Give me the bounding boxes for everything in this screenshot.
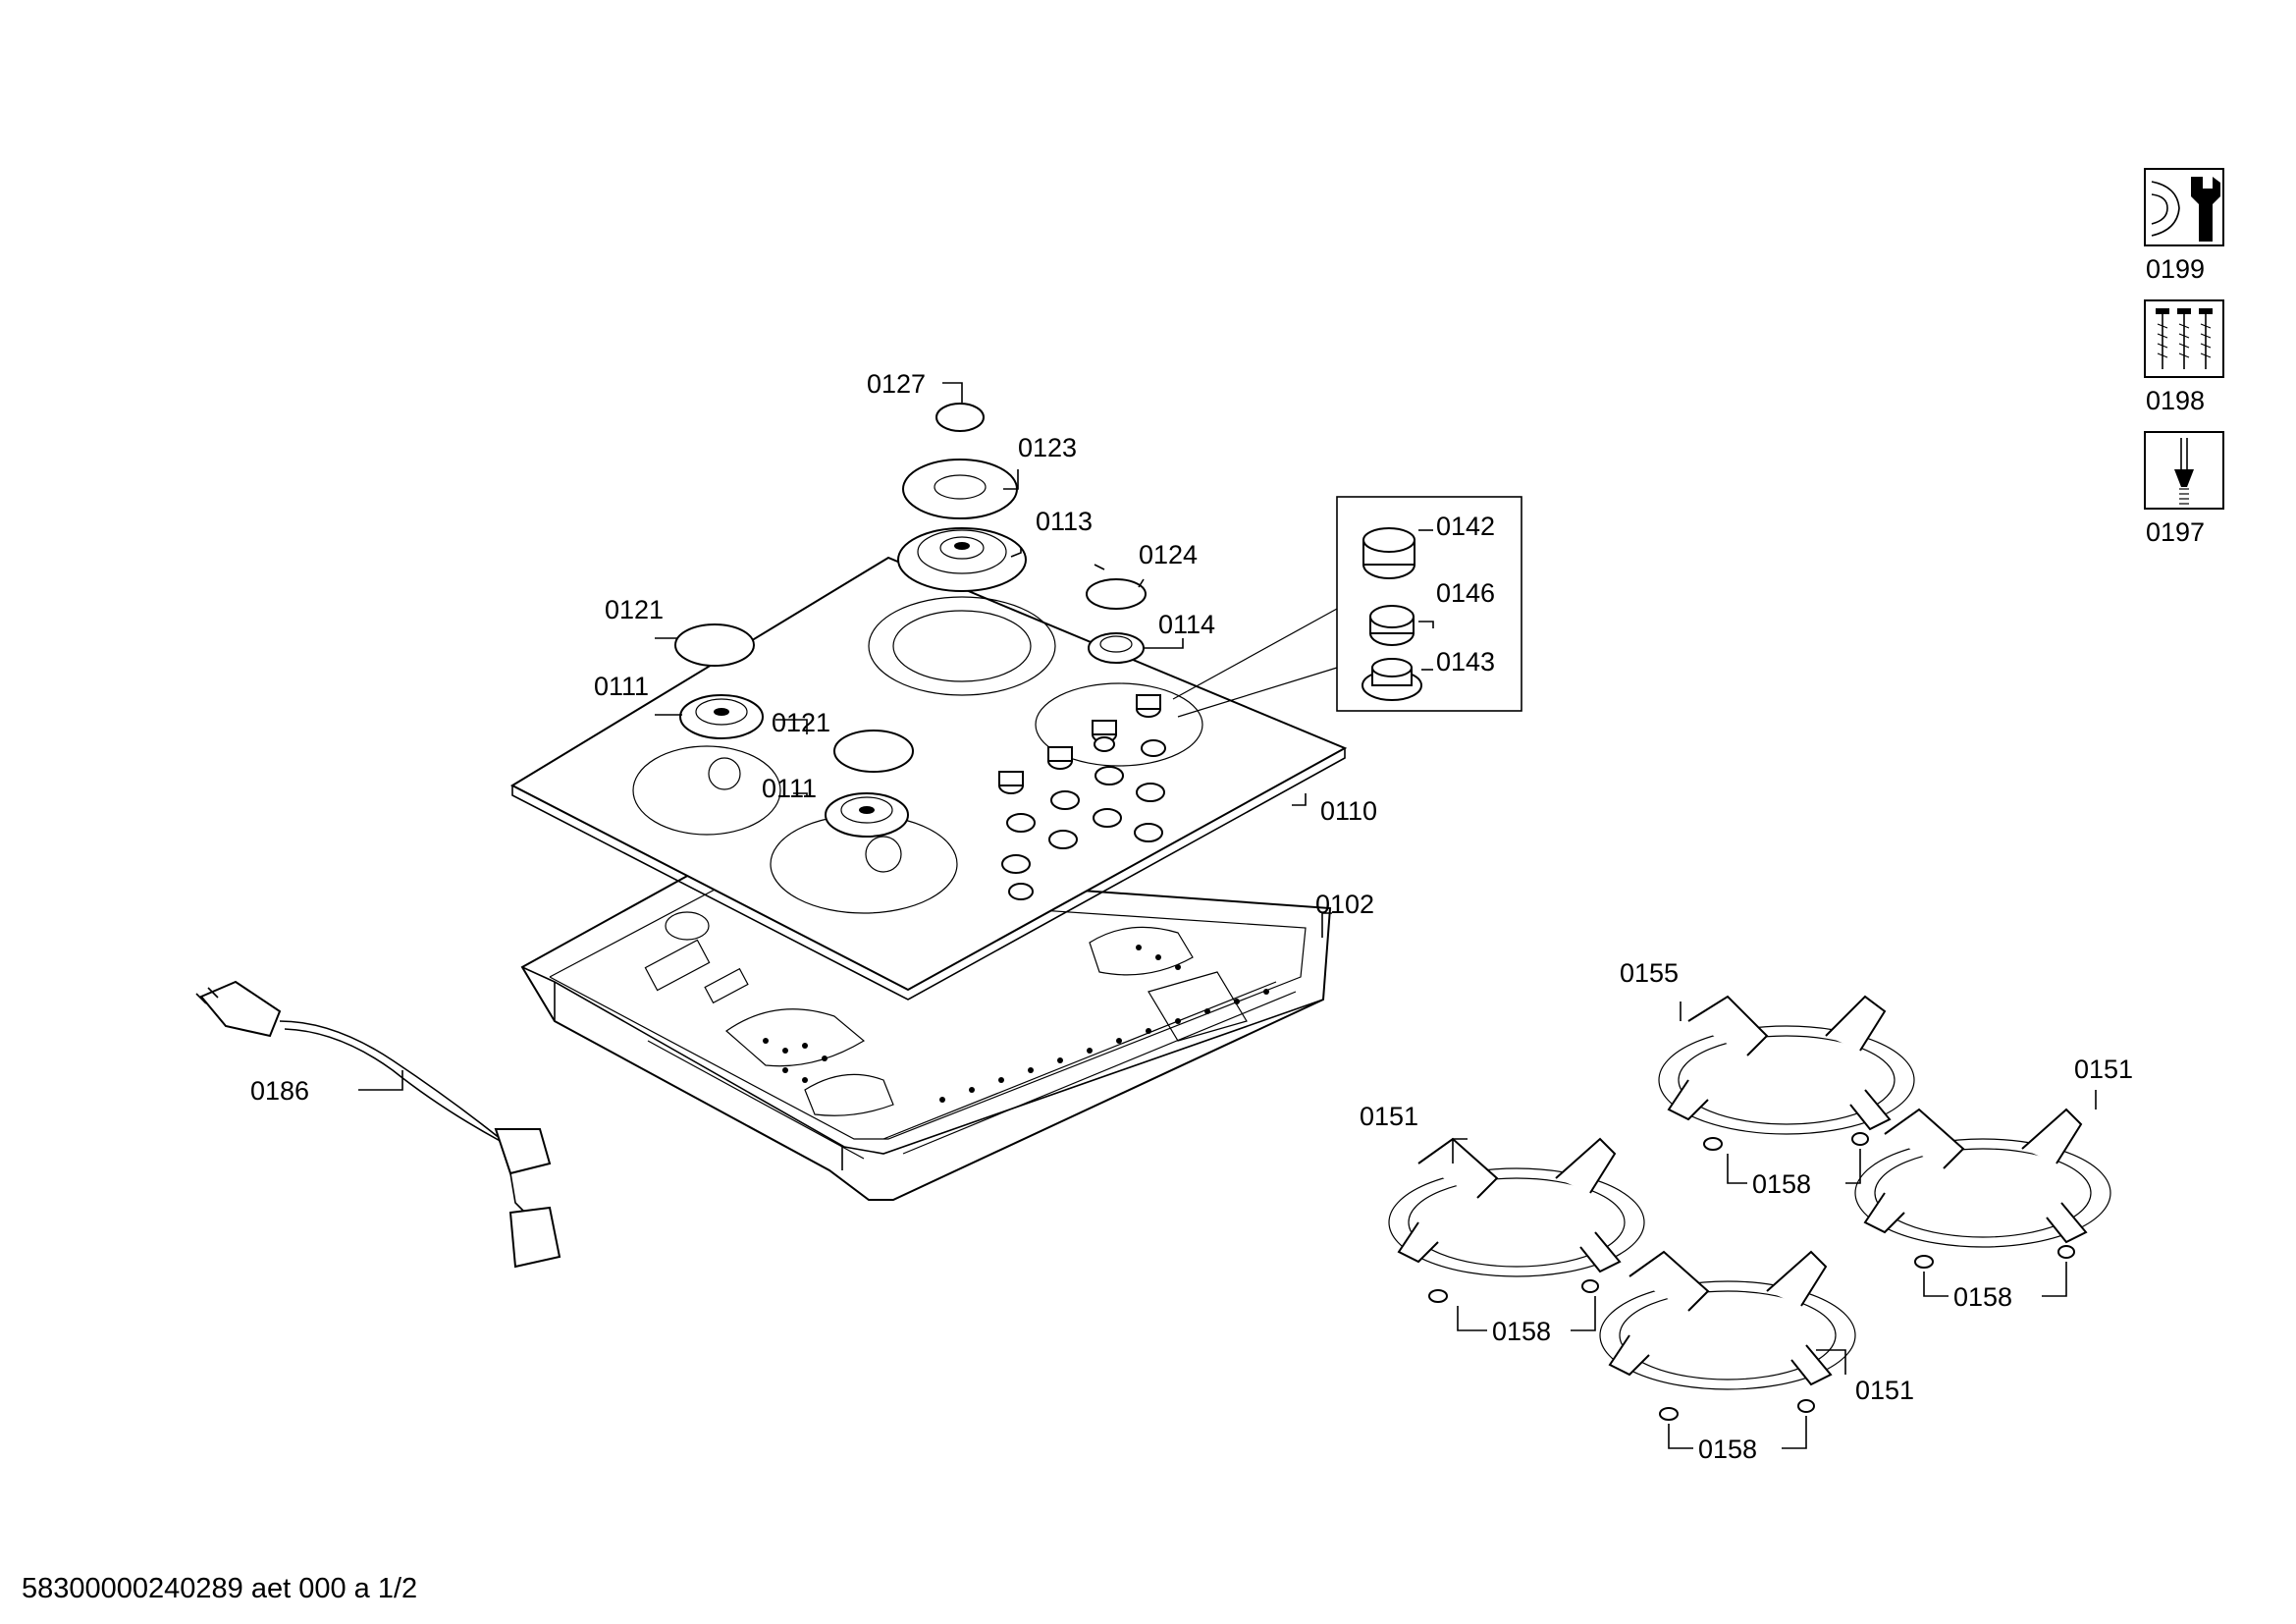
leader-lines	[358, 382, 2097, 1449]
burner-0113-wok	[897, 527, 1027, 592]
pan-support-0155	[1658, 995, 1915, 1135]
pan-support-0151-left	[1388, 1137, 1645, 1277]
screws-icon	[2144, 299, 2224, 378]
pan-support-0151-right	[1854, 1108, 2111, 1248]
label-0110: 0110	[1320, 796, 1377, 826]
label-0111-left: 0111	[594, 672, 649, 701]
label-0124: 0124	[1139, 540, 1198, 569]
label-0151-bottom: 0151	[1855, 1376, 1914, 1405]
label-0121-center: 0121	[772, 708, 830, 737]
label-0146: 0146	[1436, 578, 1495, 608]
label-0111-center: 0111	[762, 774, 817, 803]
label-0113: 0113	[1036, 507, 1093, 536]
label-0121-left: 0121	[605, 595, 664, 624]
burner-cap-0121-left	[674, 623, 755, 667]
label-0142: 0142	[1436, 512, 1495, 541]
screwdriver-icon	[2144, 431, 2224, 510]
document-footer: 58300000240289 aet 000 a 1/2	[22, 1573, 418, 1604]
part-labels: 0127 0123 0113 0124 0114 0121 0111 0121 …	[250, 369, 2133, 1464]
label-0158-top: 0158	[1752, 1169, 1811, 1199]
legend-label-0199: 0199	[2146, 254, 2205, 284]
burner-ring-0123	[902, 459, 1018, 519]
burner-cap-0121-center	[833, 730, 914, 773]
control-knobs	[998, 694, 1166, 900]
burner-0114-small	[1088, 632, 1145, 664]
label-0151-left: 0151	[1360, 1102, 1418, 1131]
rubber-feet	[1428, 1132, 2075, 1421]
burner-0111-center	[825, 792, 909, 838]
label-0186: 0186	[250, 1076, 309, 1106]
label-0158-left: 0158	[1492, 1317, 1551, 1346]
knob-detail-box	[1172, 496, 1522, 718]
label-0102: 0102	[1315, 890, 1374, 919]
label-0114: 0114	[1158, 610, 1215, 639]
wrench-icon	[2144, 168, 2224, 246]
label-0123: 0123	[1018, 433, 1077, 462]
power-cable	[195, 980, 561, 1269]
burner-cap-0124	[1086, 578, 1147, 610]
burner-0111-left	[679, 694, 764, 739]
label-0143: 0143	[1436, 647, 1495, 677]
burner-cap-0127	[935, 403, 985, 432]
label-0158-right: 0158	[1953, 1282, 2012, 1312]
label-0158-bottom: 0158	[1698, 1435, 1757, 1464]
label-0127: 0127	[867, 369, 926, 399]
label-0155: 0155	[1620, 958, 1679, 988]
label-0151-right: 0151	[2074, 1055, 2133, 1084]
legend-tools: 0199 0198	[2144, 168, 2224, 547]
pan-support-0151-bottom	[1599, 1250, 1856, 1390]
legend-label-0198: 0198	[2146, 386, 2205, 415]
legend-label-0197: 0197	[2146, 517, 2205, 547]
